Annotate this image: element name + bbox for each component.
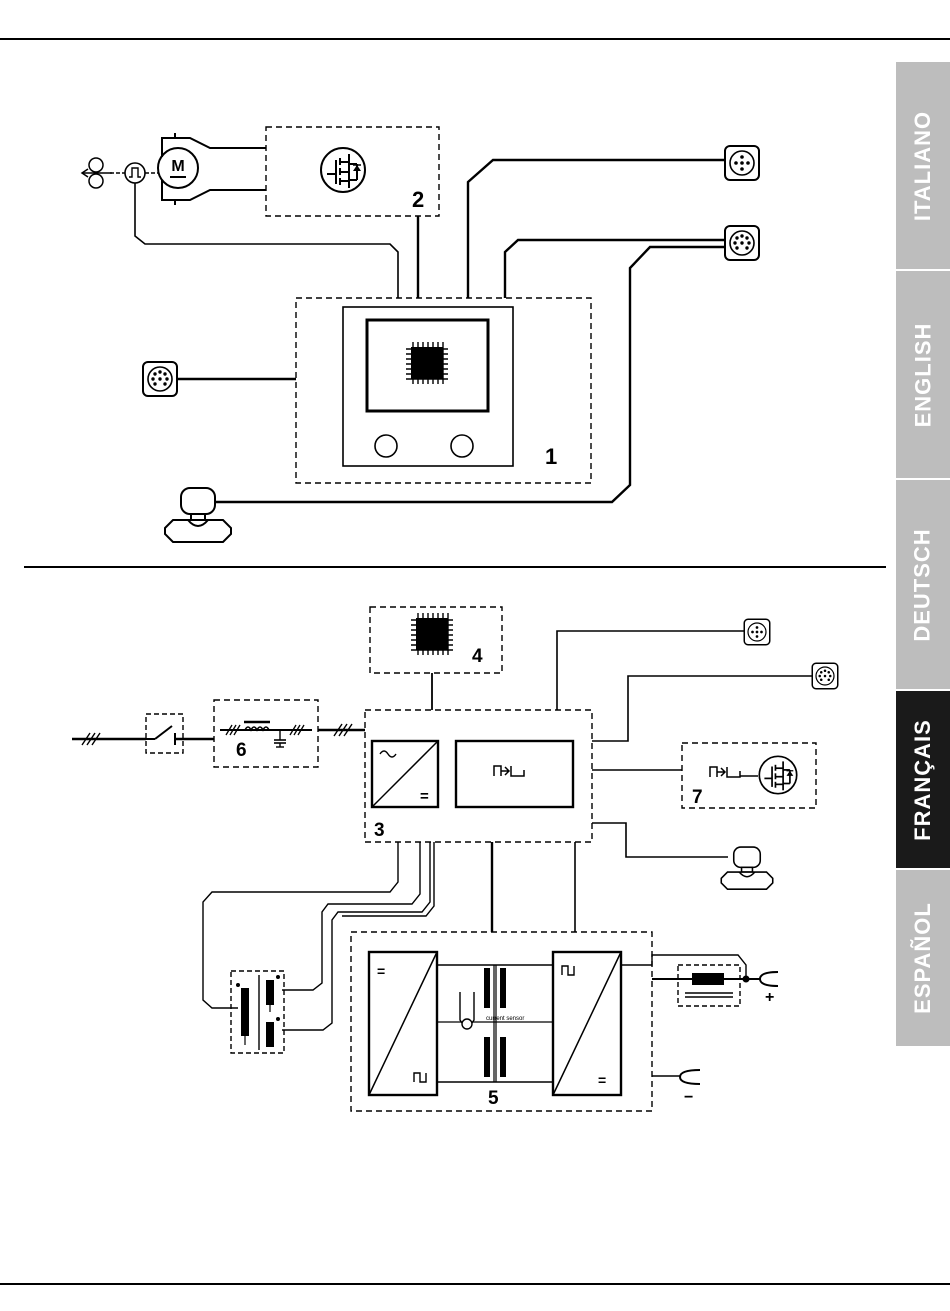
connector-wire-1 bbox=[468, 160, 725, 298]
gas-driver-bridge-icon bbox=[710, 767, 740, 777]
label-microcontroller: 4 bbox=[472, 646, 483, 667]
lang-tab-espanol[interactable]: ESPAÑOL bbox=[896, 870, 950, 1046]
lang-tab-label: FRANÇAIS bbox=[910, 719, 936, 841]
top-diagram: 2 M bbox=[82, 127, 759, 542]
connector-wire-2 bbox=[505, 240, 725, 298]
label-output-stage: 5 bbox=[488, 1088, 499, 1109]
wiring-diagram: 2 M bbox=[0, 0, 880, 1280]
lang-tab-label: ESPAÑOL bbox=[910, 902, 936, 1014]
converter-dc-symbol: = bbox=[377, 963, 385, 979]
rectifier-output-dc-symbol: = bbox=[598, 1072, 606, 1088]
lang-tab-italiano[interactable]: ITALIANO bbox=[896, 62, 950, 269]
positive-output-wire bbox=[621, 955, 746, 979]
microcontroller-icon bbox=[406, 342, 448, 384]
label-filter: 6 bbox=[236, 740, 247, 761]
wire-feed-rollers-icon bbox=[82, 158, 112, 188]
lang-tab-francais[interactable]: FRANÇAIS bbox=[896, 691, 950, 868]
connector-8pin-icon bbox=[725, 226, 759, 260]
filter-output-wire bbox=[318, 724, 365, 736]
lang-tab-label: DEUTSCH bbox=[910, 528, 936, 641]
label-gas-driver: 7 bbox=[692, 787, 703, 808]
current-sensor-label: current sensor bbox=[486, 1016, 524, 1022]
filter-box bbox=[214, 700, 318, 767]
gas-valve-icon bbox=[165, 488, 231, 542]
mains-input bbox=[72, 733, 146, 745]
connector-8pin-icon bbox=[812, 663, 838, 689]
label-inverter: 3 bbox=[374, 820, 385, 841]
inverter-connector-wire-1 bbox=[557, 631, 744, 710]
language-tabs: ITALIANO ENGLISH DEUTSCH FRANÇAIS ESPAÑO… bbox=[896, 62, 950, 1046]
tacho-encoder-icon bbox=[110, 163, 158, 183]
knob-right-icon bbox=[451, 435, 473, 457]
connector-5pin-icon bbox=[725, 146, 759, 180]
current-sensor-icon: current sensor bbox=[460, 992, 524, 1029]
inverter-valve-wire bbox=[592, 823, 728, 857]
motor-icon: M bbox=[158, 133, 266, 205]
negative-terminal-icon bbox=[680, 1070, 700, 1084]
connector-5pin-icon bbox=[744, 619, 770, 645]
mosfet-icon bbox=[321, 148, 365, 192]
main-switch-icon bbox=[146, 714, 214, 753]
microcontroller-chip-icon bbox=[411, 613, 453, 655]
lang-tab-label: ITALIANO bbox=[910, 110, 936, 220]
label-control-panel: 1 bbox=[545, 444, 557, 469]
knob-left-icon bbox=[375, 435, 397, 457]
label-motor-driver: 2 bbox=[412, 187, 424, 212]
inverter-bridge-block bbox=[456, 741, 573, 807]
gas-valve-icon bbox=[721, 847, 772, 889]
bottom-rule bbox=[0, 1283, 950, 1285]
connector-8pin-left-icon bbox=[143, 362, 177, 396]
lang-tab-label: ENGLISH bbox=[910, 322, 936, 427]
motor-label: M bbox=[171, 158, 184, 175]
power-transformer-icon bbox=[437, 965, 553, 1082]
emc-filter-icon bbox=[220, 722, 312, 747]
aux-transformer-icon bbox=[231, 971, 284, 1053]
lang-tab-english[interactable]: ENGLISH bbox=[896, 271, 950, 478]
gas-driver-mosfet-icon bbox=[759, 756, 796, 793]
negative-terminal-label: − bbox=[684, 1089, 693, 1106]
output-inductor-icon bbox=[652, 965, 760, 1006]
bottom-diagram: 6 4 = 3 7 bbox=[72, 607, 838, 1111]
positive-terminal-label: + bbox=[765, 989, 774, 1006]
rectifier-dc-symbol: = bbox=[420, 788, 429, 805]
lang-tab-deutsch[interactable]: DEUTSCH bbox=[896, 480, 950, 689]
positive-terminal-icon bbox=[760, 972, 778, 986]
inverter-connector-wire-2 bbox=[592, 676, 812, 741]
